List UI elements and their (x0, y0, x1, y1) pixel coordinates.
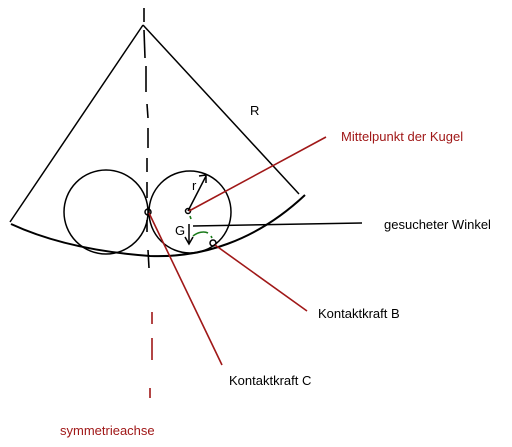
weight-arrow-head (184, 236, 194, 246)
bowl-arc (10, 194, 306, 258)
axis-label: symmetrieachse (60, 423, 155, 438)
contact-point-c (144, 208, 152, 216)
contact-b-pointer-line (214, 244, 308, 312)
weight-label: G (175, 223, 185, 238)
contact-c-pointer-line (148, 212, 223, 366)
contact-b-label: Kontaktkraft B (318, 306, 400, 321)
symmetry-axis-lower (149, 312, 153, 398)
angle-mark (189, 215, 213, 239)
center-label: Mittelpunkt der Kugel (341, 129, 463, 144)
center-pointer-line (188, 136, 327, 212)
radius-arrow (187, 175, 207, 212)
contact-point-b (209, 239, 217, 247)
cone-right-edge (142, 24, 300, 195)
cone-left-edge (9, 24, 144, 223)
angle-pointer-line (192, 222, 363, 227)
small-radius-label: r (192, 178, 197, 193)
big-radius-label: R (250, 103, 259, 118)
symmetry-axis (143, 8, 150, 269)
right-ball (148, 170, 232, 254)
left-ball (63, 169, 149, 255)
contact-c-label: Kontaktkraft C (229, 373, 311, 388)
radius-arrow-head (198, 174, 207, 183)
angle-label: gesucheter Winkel (384, 217, 491, 232)
